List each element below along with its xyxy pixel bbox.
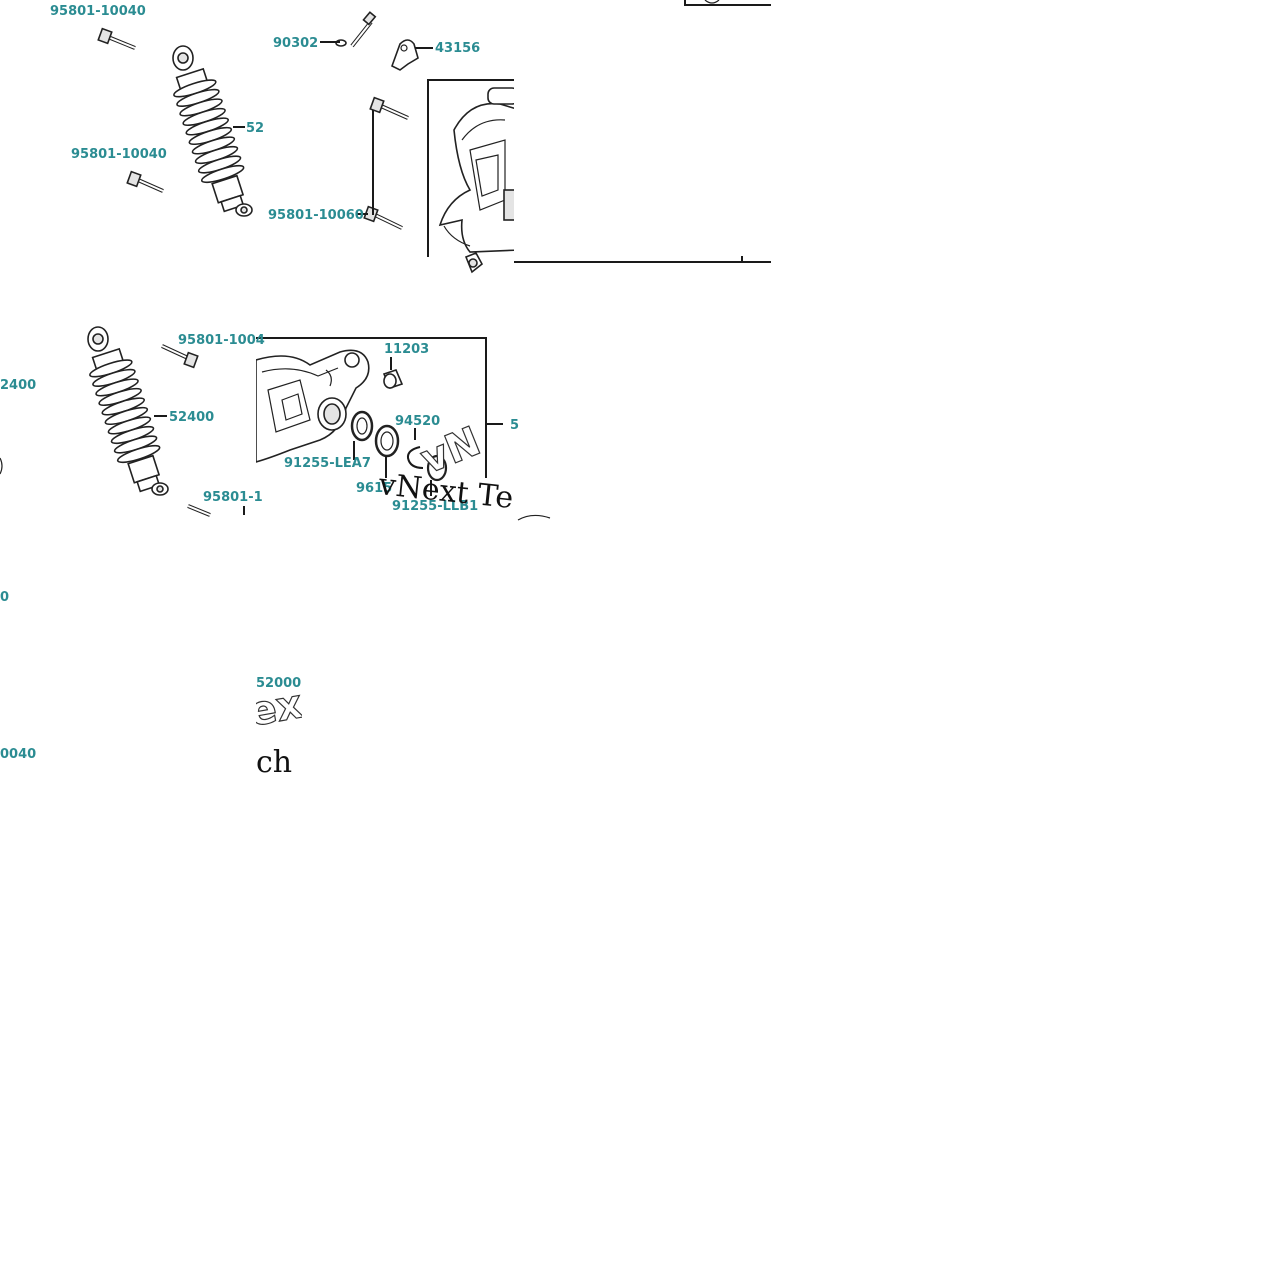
- bolt-upper-right: [369, 96, 409, 120]
- part-label-52: 52: [246, 121, 264, 136]
- shock-absorber-bottom: [87, 326, 169, 496]
- seal-91255-lea7: [350, 410, 374, 460]
- part-label-95801-1004: 95801-1004: [178, 333, 265, 348]
- swing-arm-bolt: [464, 251, 484, 274]
- bolt-90302: [335, 11, 377, 48]
- bolt-95801-10060: [363, 205, 403, 230]
- part-label-52400: 52400: [169, 410, 214, 425]
- seal-91255-llb1: [426, 454, 448, 496]
- part-label-91255-llb1: 91255-LLB1: [392, 499, 478, 514]
- watermark-text-bottom: ch: [256, 745, 292, 780]
- bushing-11203: [382, 357, 404, 389]
- part-label-95801-1: 95801-1: [203, 490, 263, 505]
- fragment-right: [517, 514, 551, 521]
- part-label-91255-lea7: 91255-LEA7: [284, 456, 371, 471]
- part-label-43156: 43156: [435, 41, 480, 56]
- circlip-94520: [406, 428, 424, 469]
- swing-arm-mid-frame: [243, 337, 503, 515]
- part-label-0: 0: [0, 590, 9, 605]
- part-label-bolt-middle: 95801-10040: [71, 147, 167, 162]
- part-label-52000: 52000: [256, 676, 301, 691]
- part-label-0040: 0040: [0, 747, 36, 762]
- part-label-95801-10060: 95801-10060: [268, 208, 364, 223]
- bolt-mid-upper: [161, 344, 199, 369]
- part-label-bolt-top: 95801-10040: [50, 4, 146, 19]
- watermark-bottom: ex ch: [246, 681, 306, 780]
- clip-43156: [391, 39, 419, 71]
- bolt-mid-lower: [187, 504, 211, 517]
- part-label-5: 5: [510, 418, 519, 433]
- bolt-top: [97, 27, 136, 50]
- left-fragment: [0, 457, 3, 475]
- part-label-2400: 2400: [0, 378, 36, 393]
- shock-absorber-top: [172, 45, 253, 217]
- part-label-90302: 90302: [273, 36, 318, 51]
- bolt-middle: [126, 170, 164, 193]
- part-label-94520: 94520: [395, 414, 440, 429]
- bearing-9615: [374, 424, 400, 478]
- watermark-outline-bottom: ex: [246, 681, 306, 736]
- swing-arm-top: [438, 87, 514, 253]
- swing-arm-mid: [256, 349, 370, 463]
- part-label-9615: 9615: [356, 481, 392, 496]
- part-label-11203: 11203: [384, 342, 429, 357]
- swing-arm-frame: [427, 79, 771, 263]
- frame-top-right: [684, 0, 771, 6]
